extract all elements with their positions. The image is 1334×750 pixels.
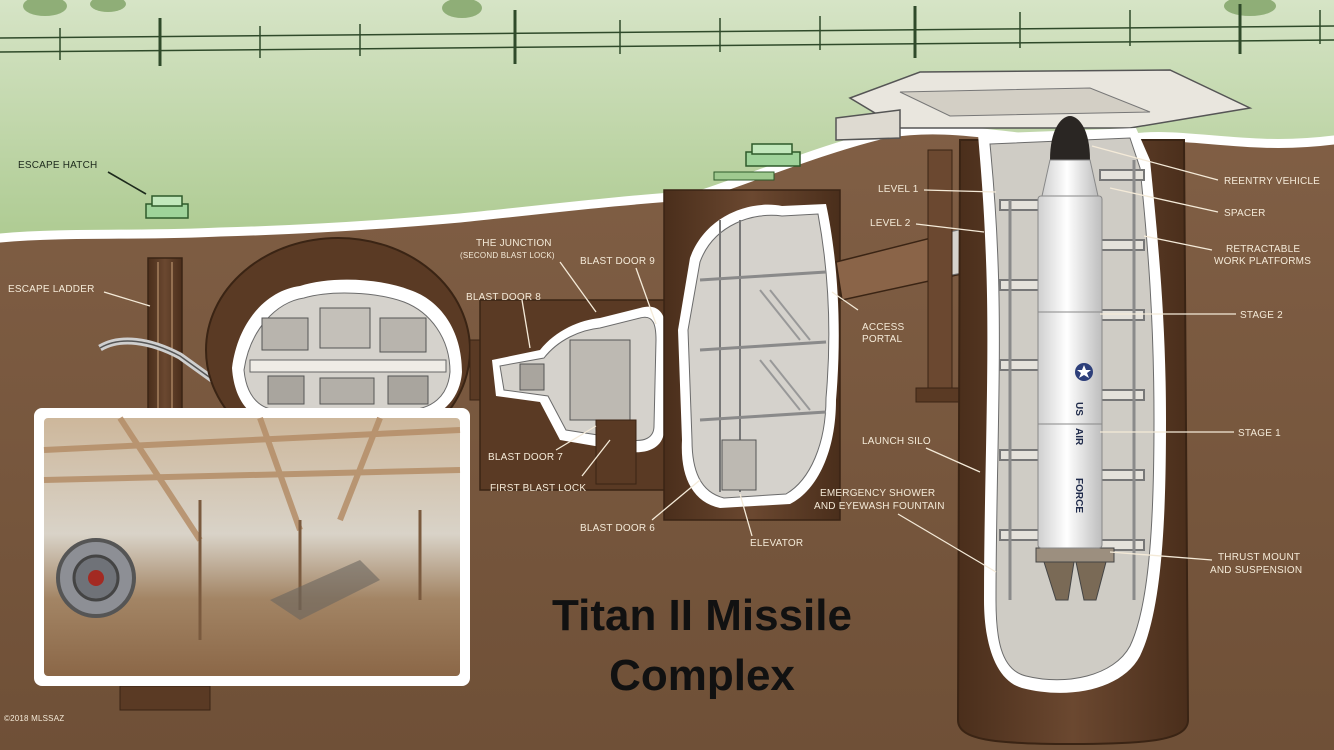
surface-vent: [713, 143, 801, 181]
svg-text:FORCE: FORCE: [1073, 478, 1084, 513]
titan-ii-missile: [1037, 116, 1103, 549]
label-escape-ladder: ESCAPE LADDER: [8, 284, 95, 295]
label-thrust-mount: THRUST MOUNT: [1218, 552, 1300, 563]
label-elevator: ELEVATOR: [750, 538, 803, 549]
label-retractable-2: WORK PLATFORMS: [1214, 256, 1311, 267]
label-access-portal: ACCESS: [862, 322, 904, 333]
tree-line: [23, 0, 1276, 18]
label-reentry-vehicle: REENTRY VEHICLE: [1224, 176, 1320, 187]
label-blast-door-8: BLAST DOOR 8: [466, 292, 541, 303]
access-shaft: [663, 189, 841, 521]
svg-text:AIR: AIR: [1073, 428, 1084, 446]
svg-text:US: US: [1073, 402, 1084, 416]
diagram-title: Titan II Missile Complex: [552, 591, 852, 700]
label-junction: THE JUNCTION: [476, 238, 552, 249]
label-blast-door-7: BLAST DOOR 7: [488, 452, 563, 463]
diagram-labels: ESCAPE HATCH ESCAPE LADDER THE JUNCTION …: [4, 160, 1320, 723]
label-escape-hatch: ESCAPE HATCH: [18, 160, 97, 171]
label-emergency-shower: EMERGENCY SHOWER: [820, 488, 935, 499]
label-spacer: SPACER: [1224, 208, 1266, 219]
grass-surface: [0, 0, 1334, 238]
label-access-portal-2: PORTAL: [862, 334, 903, 345]
label-level-1: LEVEL 1: [878, 184, 919, 195]
inset-photo: [34, 408, 470, 686]
leader-lines: [103, 145, 1236, 573]
missile-markings: US AIR FORCE: [1073, 402, 1084, 513]
label-stage-1: STAGE 1: [1238, 428, 1281, 439]
title-line-2: Complex: [609, 651, 795, 700]
control-center-dome: [205, 237, 471, 463]
label-first-blast-lock: FIRST BLAST LOCK: [490, 483, 586, 494]
escape-hatch-surface: [145, 195, 189, 219]
label-thrust-mount-2: AND SUSPENSION: [1210, 565, 1302, 576]
label-retractable: RETRACTABLE: [1226, 244, 1300, 255]
copyright-notice: ©2018 MLSSAZ: [4, 714, 64, 723]
junction-tunnel: [469, 299, 681, 491]
perimeter-fence: [0, 4, 1334, 66]
label-level-2: LEVEL 2: [870, 218, 911, 229]
label-launch-silo: LAUNCH SILO: [862, 436, 931, 447]
label-emergency-shower-2: AND EYEWASH FOUNTAIN: [814, 501, 945, 512]
label-stage-2: STAGE 2: [1240, 310, 1283, 321]
label-blast-door-9: BLAST DOOR 9: [580, 256, 655, 267]
title-line-1: Titan II Missile: [552, 591, 852, 640]
label-junction-sub: (SECOND BLAST LOCK): [460, 251, 555, 260]
silo-closure-door: [835, 69, 1253, 141]
label-blast-door-6: BLAST DOOR 6: [580, 523, 655, 534]
